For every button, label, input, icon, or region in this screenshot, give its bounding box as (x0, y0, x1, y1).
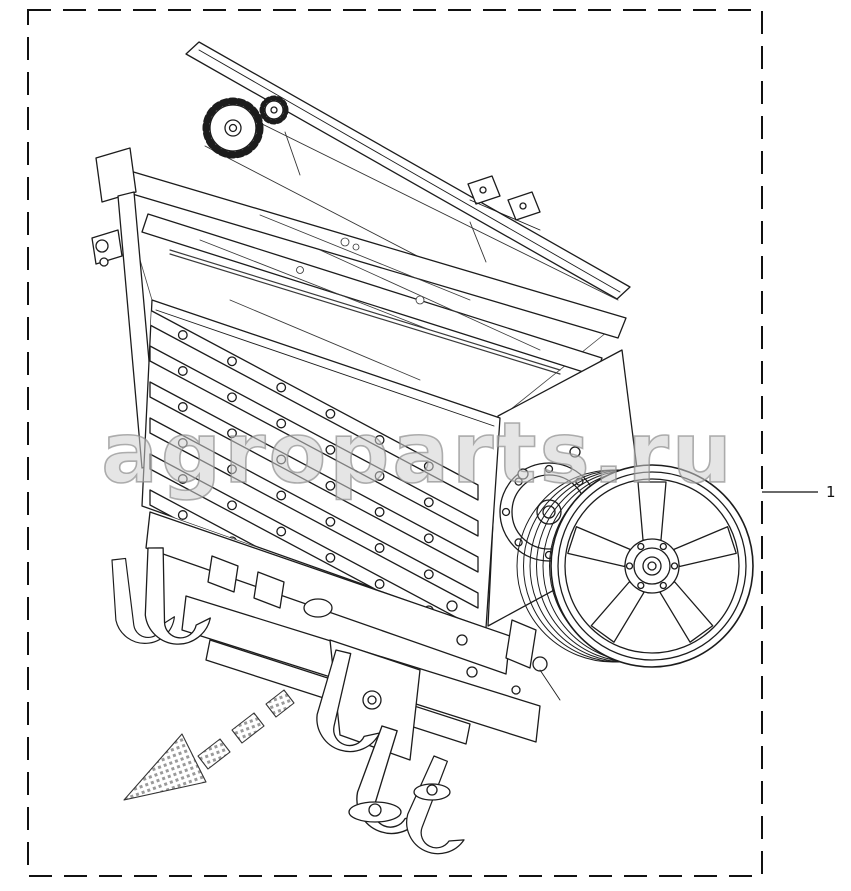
direction-arrow-icon (123, 689, 295, 801)
diagram-border (27, 9, 763, 877)
callout-1: 1 (762, 483, 836, 501)
callout-label[interactable]: 1 (826, 483, 836, 501)
hitch-hooks (100, 540, 483, 861)
watermark: agroparts.ru (101, 404, 734, 502)
pulley-mount-parts (505, 619, 561, 701)
top-right-brackets (467, 175, 541, 231)
drive-pulley (505, 464, 754, 701)
pulley-spokes (567, 481, 737, 643)
pulley-hub (624, 538, 680, 594)
machine-drawing (91, 41, 754, 861)
top-blade-bar (185, 41, 631, 300)
internal-braces (169, 214, 561, 381)
drive-gear (202, 95, 289, 159)
